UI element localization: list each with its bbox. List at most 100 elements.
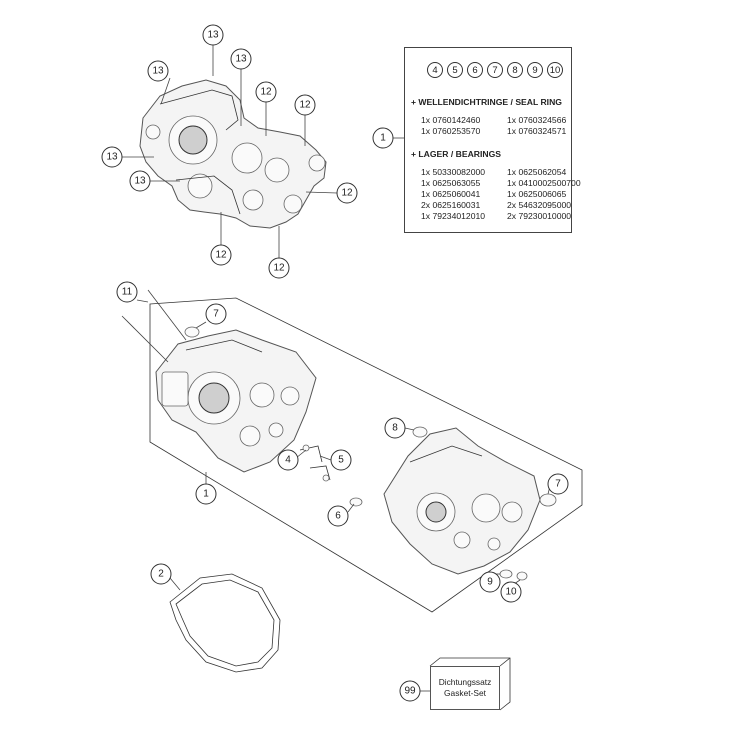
svg-text:4: 4: [285, 455, 291, 466]
parts-info-box: 4 5 6 7 8 9 10 + WELLENDICHTRINGE / SEAL…: [404, 47, 581, 233]
seal-item: 1x 0760142460: [421, 115, 481, 125]
svg-text:12: 12: [260, 87, 272, 98]
callout-6-leader: [347, 503, 355, 513]
kit-callout-8[interactable]: 8: [507, 62, 523, 78]
svg-text:9: 9: [487, 577, 493, 588]
callout-12-c[interactable]: 12: [336, 182, 358, 204]
callout-12-b[interactable]: 12: [294, 94, 316, 116]
callout-11-leader: [136, 299, 149, 303]
callout-2-leader: [169, 577, 181, 591]
crankcase-gasket-inner: [175, 579, 275, 667]
svg-text:7: 7: [213, 309, 219, 320]
callout-13-left[interactable]: 13: [101, 146, 123, 168]
plug-9: [499, 569, 513, 579]
callout-13-top[interactable]: 13: [202, 24, 224, 46]
bushing-8: [412, 426, 428, 438]
bearing-item: 2x 54632095000: [507, 200, 572, 210]
right-case-half: [383, 427, 541, 575]
svg-text:13: 13: [235, 54, 247, 65]
callout-5-leader: [319, 455, 332, 461]
callout-8[interactable]: 8: [384, 417, 406, 439]
callout-99[interactable]: 99: [399, 680, 421, 702]
callout-7-top-leader: [195, 321, 207, 329]
gasket-box-3d-edge-2: [499, 657, 511, 667]
svg-text:11: 11: [122, 287, 133, 298]
svg-text:13: 13: [207, 30, 219, 41]
crankcase-gasket: [169, 573, 281, 673]
callout-13-lower-left[interactable]: 13: [129, 170, 151, 192]
seal-item: 1x 0760253570: [421, 126, 481, 136]
bearings-heading: + LAGER / BEARINGS: [411, 149, 502, 159]
kit-callout-6[interactable]: 6: [467, 62, 483, 78]
bearing-item: 1x 0625006065: [507, 189, 567, 199]
svg-text:12: 12: [299, 100, 311, 111]
callout-12-e[interactable]: 12: [268, 257, 290, 279]
svg-text:7: 7: [555, 479, 561, 490]
callout-12-a[interactable]: 12: [255, 81, 277, 103]
seal-ring-list: 1x 0760142460 1x 0760324566 1x 076025357…: [421, 115, 587, 137]
callout-8-leader: [404, 427, 415, 431]
plug-6: [349, 497, 363, 507]
seal-item: 1x 0760324566: [507, 115, 567, 125]
svg-text:13: 13: [134, 176, 146, 187]
svg-text:6: 6: [335, 511, 341, 522]
svg-text:13: 13: [152, 66, 164, 77]
bearing-item: 1x 0625060041: [421, 189, 481, 199]
callout-10[interactable]: 10: [500, 581, 522, 603]
bearing-item: 2x 0625160031: [421, 200, 481, 210]
callout-13-mid[interactable]: 13: [230, 48, 252, 70]
seal-ring-heading: + WELLENDICHTRINGE / SEAL RING: [411, 97, 562, 107]
svg-text:1: 1: [203, 489, 209, 500]
top-leaders: [122, 44, 338, 258]
callout-7-right[interactable]: 7: [547, 473, 569, 495]
svg-text:5: 5: [338, 455, 344, 466]
stud-2: [121, 315, 169, 363]
callout-1-info[interactable]: 1: [372, 127, 394, 149]
callout-6[interactable]: 6: [327, 505, 349, 527]
seal-item: 1x 0760324571: [507, 126, 567, 136]
callout-13-upper-left[interactable]: 13: [147, 60, 169, 82]
kit-callout-4[interactable]: 4: [427, 62, 443, 78]
svg-text:12: 12: [215, 250, 227, 261]
kit-callout-7[interactable]: 7: [487, 62, 503, 78]
kit-callout-9[interactable]: 9: [527, 62, 543, 78]
callout-11[interactable]: 11: [116, 281, 138, 303]
svg-text:1: 1: [380, 133, 386, 144]
callout-1-assembly[interactable]: 1: [195, 483, 217, 505]
svg-text:12: 12: [273, 263, 285, 274]
bearing-item: 2x 79230010000: [507, 211, 572, 221]
callout-4[interactable]: 4: [277, 449, 299, 471]
seal-ring-right: [539, 493, 557, 507]
svg-text:13: 13: [106, 152, 118, 163]
svg-text:8: 8: [392, 423, 398, 434]
assembly-panel-outline: [149, 297, 583, 613]
svg-text:12: 12: [341, 188, 353, 199]
bearing-item: 1x 0410002500700: [507, 178, 581, 188]
bearing-item: 1x 0625063055: [421, 178, 481, 188]
callout-5[interactable]: 5: [330, 449, 352, 471]
gasket-set-box[interactable]: Dichtungssatz Gasket-Set: [430, 666, 500, 710]
gasket-set-label-de: Dichtungssatz: [438, 677, 492, 687]
bearing-item: 1x 79234012010: [421, 211, 486, 221]
gasket-set-label-en: Gasket-Set: [444, 688, 486, 698]
kit-callout-5[interactable]: 5: [447, 62, 463, 78]
svg-text:99: 99: [404, 686, 416, 697]
bearings-list: 1x 50330082000 1x 0625062054 1x 06250630…: [421, 167, 587, 222]
washer-10: [516, 571, 528, 581]
bearing-item: 1x 50330082000: [421, 167, 486, 177]
left-case-half: [155, 329, 317, 473]
callout-7-top[interactable]: 7: [205, 303, 227, 325]
crankcase-detail-view: [139, 79, 327, 229]
callout-12-d[interactable]: 12: [210, 244, 232, 266]
svg-text:10: 10: [505, 587, 517, 598]
kit-number-row: 4 5 6 7 8 9 10: [427, 62, 563, 78]
stud-1: [147, 289, 187, 341]
callout-9[interactable]: 9: [479, 571, 501, 593]
clips: [299, 444, 331, 482]
svg-text:2: 2: [158, 569, 164, 580]
seal-ring-top: [184, 326, 200, 338]
bearing-item: 1x 0625062054: [507, 167, 567, 177]
callout-2[interactable]: 2: [150, 563, 172, 585]
kit-callout-10[interactable]: 10: [547, 62, 563, 78]
